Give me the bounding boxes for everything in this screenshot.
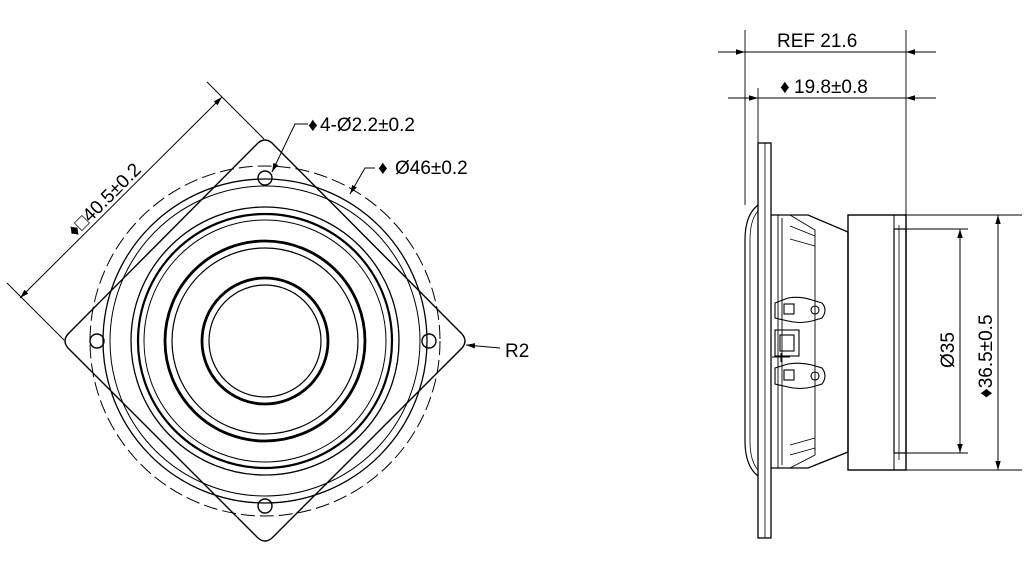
basket-spoke-top — [789, 225, 816, 247]
frame-outline — [64, 139, 466, 542]
diag-ext-2 — [6, 282, 65, 341]
dustcap-outer — [200, 276, 330, 406]
front-plate — [757, 142, 772, 539]
surround-outer — [130, 206, 400, 476]
magnet-dia-label: Ø35 — [938, 332, 959, 368]
frame-height-label: ♦36.5±0.5 — [976, 314, 997, 398]
circle-callout-diamond: ♦ — [378, 158, 388, 179]
mount-hole-left — [89, 333, 105, 349]
dustcap-inner — [208, 284, 322, 398]
reference-circle — [89, 165, 441, 517]
cone-inner — [171, 247, 359, 435]
terminal-top — [774, 296, 826, 324]
diag-dim-line — [19, 96, 223, 299]
hole-leader — [271, 123, 308, 173]
mount-hole-top — [257, 170, 273, 186]
basket — [771, 214, 849, 469]
frame-rim-inner — [109, 185, 421, 497]
basket-cone — [789, 214, 816, 469]
back-plate — [893, 228, 907, 454]
diagonal-callout: ♦□40.5±0.2 — [64, 160, 146, 242]
surround-bump — [744, 204, 759, 477]
mount-hole-right — [421, 333, 437, 349]
ref-depth-label: REF 21.6 — [777, 31, 857, 52]
circle-leader — [349, 167, 375, 195]
surround-bump-inner — [749, 210, 759, 471]
depth-label: 19.8±0.8 — [794, 77, 868, 98]
basket-spoke-bottom — [789, 437, 816, 456]
radius-callout: R2 — [505, 341, 529, 362]
mount-hole-bottom — [257, 498, 273, 514]
terminal-block — [772, 329, 800, 362]
side-view — [718, 30, 1022, 539]
frame-rim-outer — [102, 178, 428, 504]
hole-callout-diamond: ♦ — [308, 115, 318, 136]
terminal-bottom — [774, 362, 826, 390]
depth-diamond: ♦ — [780, 77, 790, 98]
magnet — [847, 214, 907, 471]
front-view — [6, 81, 501, 542]
hole-callout: 4-Ø2.2±0.2 — [320, 115, 415, 136]
circle-callout: Ø46±0.2 — [395, 158, 468, 179]
surround-inner — [143, 219, 387, 463]
diag-ext-1 — [206, 81, 265, 140]
surround-mid — [136, 212, 394, 470]
cone-outer — [163, 239, 367, 443]
radius-leader — [465, 343, 501, 349]
